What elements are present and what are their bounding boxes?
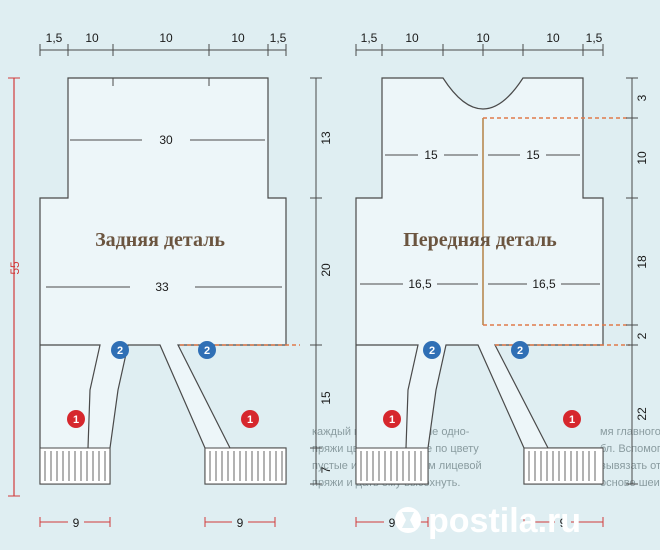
cuff-width-label: 9 <box>237 516 244 530</box>
back-left-cuff-ribbing <box>44 451 106 481</box>
back-top-dimensions: 1,5 10 10 10 1,5 <box>39 31 287 56</box>
front-piece-title: Передняя деталь <box>403 229 557 251</box>
dimension-label: 10 <box>635 151 649 165</box>
back-width-lower: 33 <box>155 280 169 294</box>
badge-1-label: 1 <box>247 414 253 426</box>
back-right-dimensions: 13 20 15 7 <box>310 77 333 485</box>
badge-2-label: 2 <box>517 345 523 357</box>
dimension-label: 13 <box>319 131 333 145</box>
total-height-label: 55 <box>8 261 22 275</box>
badge-2-label: 2 <box>204 345 210 357</box>
badge-1-label: 1 <box>569 414 575 426</box>
dimension-label: 7 <box>319 466 333 473</box>
dimension-label: 10 <box>546 31 560 45</box>
watermark: postila.ru <box>395 502 581 540</box>
background-text-right: мя главного цвета 1 ст. бл. Вспомогатель… <box>600 426 660 489</box>
dimension-label: 10 <box>159 31 173 45</box>
back-total-height: 55 <box>8 77 22 497</box>
dimension-label: 10 <box>231 31 245 45</box>
dimension-label: 1,5 <box>270 31 287 45</box>
back-right-cuff-ribbing <box>209 451 283 481</box>
badge-2-label: 2 <box>429 345 435 357</box>
badge-1-label: 1 <box>73 414 79 426</box>
dimension-label: 18 <box>635 255 649 269</box>
badge-2: 2 <box>111 341 129 359</box>
front-top-dimensions: 1,5 10 10 10 1,5 <box>355 31 604 56</box>
badge-1: 1 <box>67 410 85 428</box>
front-half-lower: 16,5 <box>408 277 432 291</box>
blurb-line: бл. Вспомогательная нить <box>600 443 660 455</box>
cuff-width-label: 9 <box>389 516 396 530</box>
front-half-lower: 16,5 <box>532 277 556 291</box>
front-right-cuff <box>523 447 604 485</box>
front-right-dimensions: 3 10 18 2 22 <box>626 77 649 485</box>
front-half-upper: 15 <box>526 148 540 162</box>
cuff-width-label: 9 <box>73 516 80 530</box>
back-cuff-widths: 9 9 <box>39 514 276 530</box>
front-half-upper: 15 <box>424 148 438 162</box>
blurb-line: вывязать отверстия по <box>600 460 660 472</box>
dimension-label: 3 <box>635 94 649 101</box>
blurb-line: мя главного цвета 1 ст. <box>600 426 660 438</box>
pin-logo-icon <box>395 507 421 533</box>
dimension-label: 10 <box>476 31 490 45</box>
badge-1: 1 <box>383 410 401 428</box>
back-piece-title: Задняя деталь <box>95 229 225 251</box>
dimension-label: 1,5 <box>361 31 378 45</box>
dimension-label: 20 <box>319 263 333 277</box>
dimension-label: 1,5 <box>586 31 603 45</box>
badge-1: 1 <box>563 410 581 428</box>
blurb-line: основе шеи, ноги, рукава. <box>600 477 660 489</box>
front-left-cuff-ribbing <box>360 451 422 481</box>
front-right-cuff-ribbing <box>528 451 596 481</box>
watermark-text: postila.ru <box>428 502 581 540</box>
badge-1-label: 1 <box>389 414 395 426</box>
front-piece: 15 15 16,5 16,5 Передняя деталь 2 2 1 1 <box>355 77 630 485</box>
front-left-cuff <box>355 447 429 485</box>
badge-2: 2 <box>423 341 441 359</box>
dimension-label: 10 <box>405 31 419 45</box>
cuff-width-label: 9 <box>560 516 567 530</box>
badge-1: 1 <box>241 410 259 428</box>
dimension-label: 1,5 <box>46 31 63 45</box>
dimension-label: 10 <box>85 31 99 45</box>
badge-2: 2 <box>198 341 216 359</box>
dimension-label: 2 <box>635 332 649 339</box>
back-piece: 30 33 Задняя деталь 2 2 1 1 <box>39 77 300 485</box>
badge-2-label: 2 <box>117 345 123 357</box>
dimension-label: 22 <box>635 407 649 421</box>
back-width-upper: 30 <box>159 133 173 147</box>
badge-2: 2 <box>511 341 529 359</box>
dimension-label: 15 <box>319 391 333 405</box>
